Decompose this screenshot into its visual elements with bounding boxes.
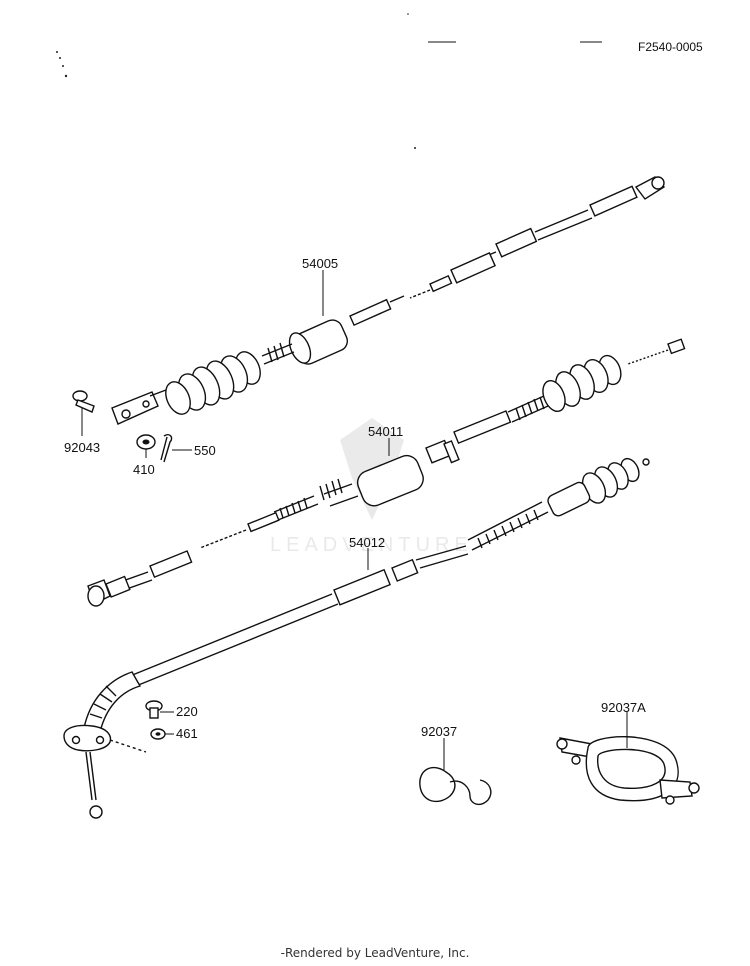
label-550: 550 (194, 443, 216, 458)
washer-461[interactable] (150, 728, 166, 740)
label-54005: 54005 (302, 256, 338, 271)
cable-54011[interactable] (87, 338, 686, 607)
cotter-pin-550[interactable] (160, 433, 173, 463)
figure-code: F2540-0005 (638, 40, 703, 54)
screw-220[interactable] (145, 700, 163, 719)
watermark-text: LEADVENTURE (270, 534, 473, 556)
footer-credit: -Rendered by LeadVenture, Inc. (280, 946, 470, 960)
clamp-92037a[interactable] (556, 736, 700, 805)
cable-54011-bellows (542, 354, 622, 413)
washer-410[interactable] (136, 434, 156, 450)
label-54011: 54011 (368, 424, 403, 439)
label-220: 220 (176, 704, 198, 719)
scan-specks (56, 13, 416, 149)
label-54012: 54012 (349, 535, 385, 550)
cable-54005[interactable] (111, 176, 666, 425)
label-92037a: 92037A (601, 700, 646, 715)
pin-92043[interactable] (72, 390, 95, 413)
cable-54005-bellows (165, 351, 261, 415)
label-461: 461 (176, 726, 198, 741)
cable-54012[interactable] (63, 456, 650, 819)
label-92043: 92043 (64, 440, 100, 455)
label-92037: 92037 (421, 724, 457, 739)
label-410: 410 (133, 462, 155, 477)
clip-92037[interactable] (419, 767, 492, 806)
